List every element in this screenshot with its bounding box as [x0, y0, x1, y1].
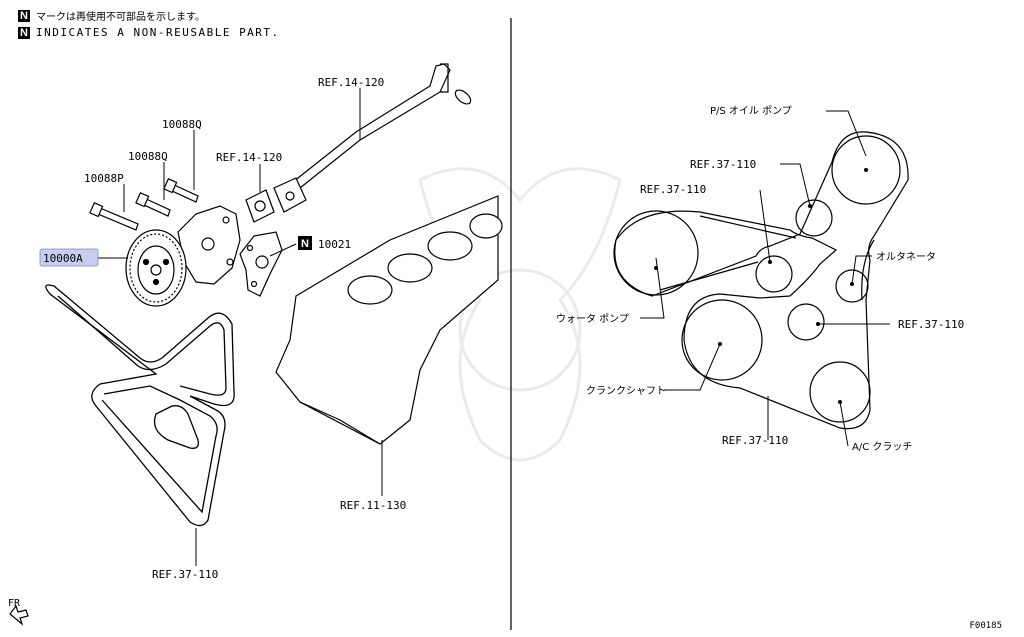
water-pump-body	[177, 205, 241, 285]
ref-14-120-label: REF.14-120	[318, 76, 384, 89]
ac-clutch-label: A/C クラッチ	[852, 441, 912, 453]
drive-belt-left	[45, 284, 235, 527]
water-pump-pulley	[125, 229, 187, 307]
water-pump-label: ウォータ ポンプ	[556, 313, 629, 325]
ac-clutch-pulley	[809, 361, 871, 423]
ref-14-120-label: REF.14-120	[216, 151, 282, 164]
pipe-flange	[273, 177, 307, 213]
idler-pulley-upper	[795, 199, 833, 237]
ref-37-110-label: REF.37-110	[722, 434, 788, 447]
bolt-10088Q-a	[163, 178, 199, 203]
leader-lines-left	[98, 88, 383, 566]
figure-id: F00185	[969, 621, 1002, 631]
bolt-10088P	[89, 202, 139, 231]
front-direction-arrow-icon	[9, 604, 29, 626]
non-reusable-badge: N	[18, 26, 30, 39]
ref-37-110-label: REF.37-110	[640, 183, 706, 196]
legend-text-jp: マークは再使用不可部品を示します。	[36, 12, 205, 23]
part-number-10088Q: 10088Q	[162, 118, 202, 131]
water-pump-gasket	[239, 231, 283, 297]
pulley-center-dots	[654, 168, 868, 404]
ps-pump-pulley	[831, 135, 901, 205]
part-number-10021: 10021	[318, 238, 351, 251]
ref-37-110-label: REF.37-110	[898, 318, 964, 331]
part-number-10088P: 10088P	[84, 172, 124, 185]
leader-lines-right	[640, 110, 890, 447]
bolt-10088Q-b	[135, 192, 171, 217]
crankshaft-label: クランクシャフト	[586, 385, 666, 397]
alternator-label: オルタネータ	[876, 251, 936, 263]
part-number-10000A[interactable]: 10000A	[43, 252, 83, 265]
idler-pulley-middle	[755, 255, 793, 293]
ref-37-110-label: REF.37-110	[690, 158, 756, 171]
front-direction-label: FR	[8, 598, 21, 609]
watermark-emblem	[418, 167, 622, 462]
ref-37-110-label: REF.37-110	[152, 568, 218, 581]
legend-line-jp: N マークは再使用不可部品を示します。	[18, 8, 205, 23]
cylinder-block	[275, 195, 503, 445]
non-reusable-badge-letter: N	[301, 238, 309, 250]
legend-text-en: INDICATES A NON-REUSABLE PART.	[36, 26, 280, 39]
part-highlight-10000A	[39, 248, 99, 267]
tensioner-pulley	[787, 303, 825, 341]
pipe-gasket	[245, 189, 275, 223]
legend-line-en: N INDICATES A NON-REUSABLE PART.	[18, 26, 280, 39]
ref-11-130-label: REF.11-130	[340, 499, 406, 512]
drive-belt-right	[614, 131, 909, 430]
non-reusable-badge: N	[18, 9, 30, 22]
non-reusable-badge	[298, 236, 312, 250]
part-number-10088Q: 10088Q	[128, 150, 168, 163]
crankshaft-pulley	[681, 299, 763, 381]
belt-routing-diagram	[613, 131, 909, 430]
ps-oil-pump-label: P/S オイル ポンプ	[710, 105, 792, 117]
